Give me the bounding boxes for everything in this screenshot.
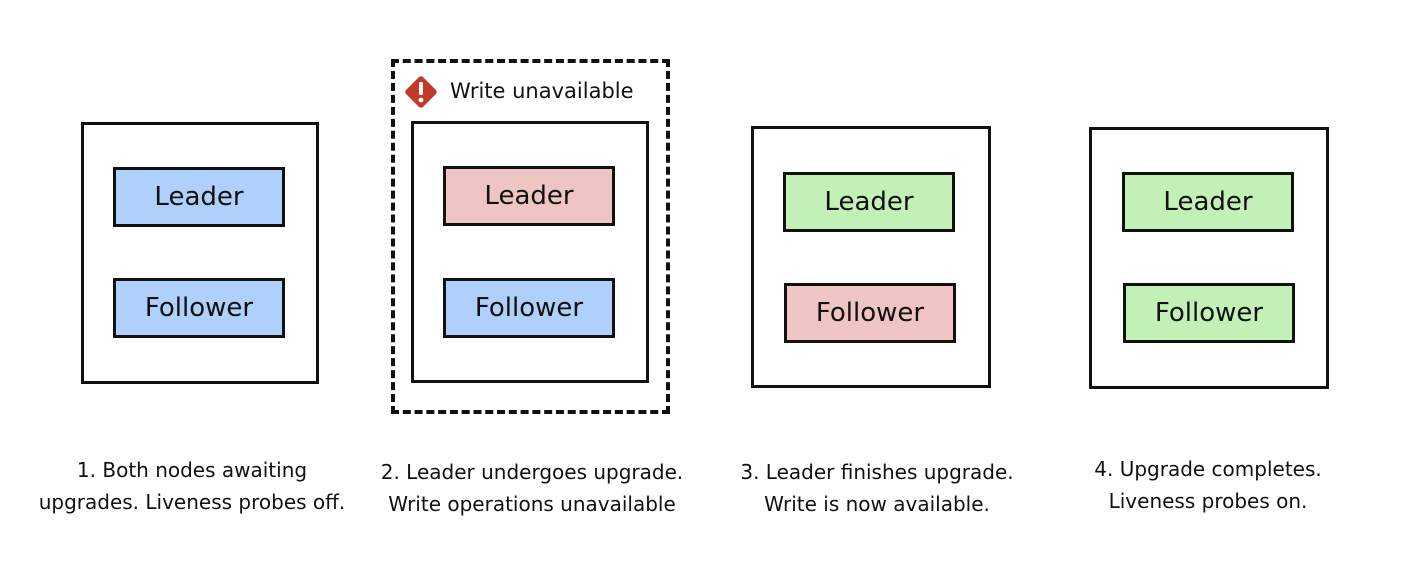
stage-3-caption: 3. Leader finishes upgrade. Write is now…	[707, 456, 1047, 520]
stage-1-cluster	[81, 122, 319, 384]
stage-2-caption-line-1: 2. Leader undergoes upgrade.	[380, 460, 684, 484]
stage-4-caption-line-2: Liveness probes on.	[1108, 489, 1308, 513]
stage-2-caption: 2. Leader undergoes upgrade. Write opera…	[362, 456, 702, 520]
stage-4-leader-node: Leader	[1122, 172, 1294, 232]
stage-2-follower-node: Follower	[443, 278, 615, 338]
stage-3-follower-node: Follower	[784, 283, 956, 343]
stage-3-caption-line-2: Write is now available.	[764, 492, 990, 516]
warning-diamond-icon	[405, 76, 437, 108]
stage-3-cluster	[751, 126, 991, 388]
stage-3-caption-line-1: 3. Leader finishes upgrade.	[740, 460, 1014, 484]
stage-4-caption-line-1: 4. Upgrade completes.	[1094, 457, 1322, 481]
stage-4-cluster	[1089, 127, 1329, 389]
stage-2-unavailable-frame	[391, 59, 670, 414]
stage-3-leader-node: Leader	[783, 172, 955, 232]
write-unavailable-label: Write unavailable	[450, 79, 634, 103]
stage-1-leader-node: Leader	[113, 167, 285, 227]
stage-1-follower-node: Follower	[113, 278, 285, 338]
stage-2-caption-line-2: Write operations unavailable	[388, 492, 676, 516]
stage-2-leader-node: Leader	[443, 166, 615, 226]
stage-1-caption-line-2: upgrades. Liveness probes off.	[38, 490, 346, 514]
stage-4-caption: 4. Upgrade completes. Liveness probes on…	[1038, 453, 1378, 517]
stage-4-follower-node: Follower	[1123, 283, 1295, 343]
stage-2-cluster	[411, 121, 649, 383]
stage-1-caption: 1. Both nodes awaiting upgrades. Livenes…	[22, 454, 362, 518]
stage-1-caption-line-1: 1. Both nodes awaiting	[76, 458, 308, 482]
